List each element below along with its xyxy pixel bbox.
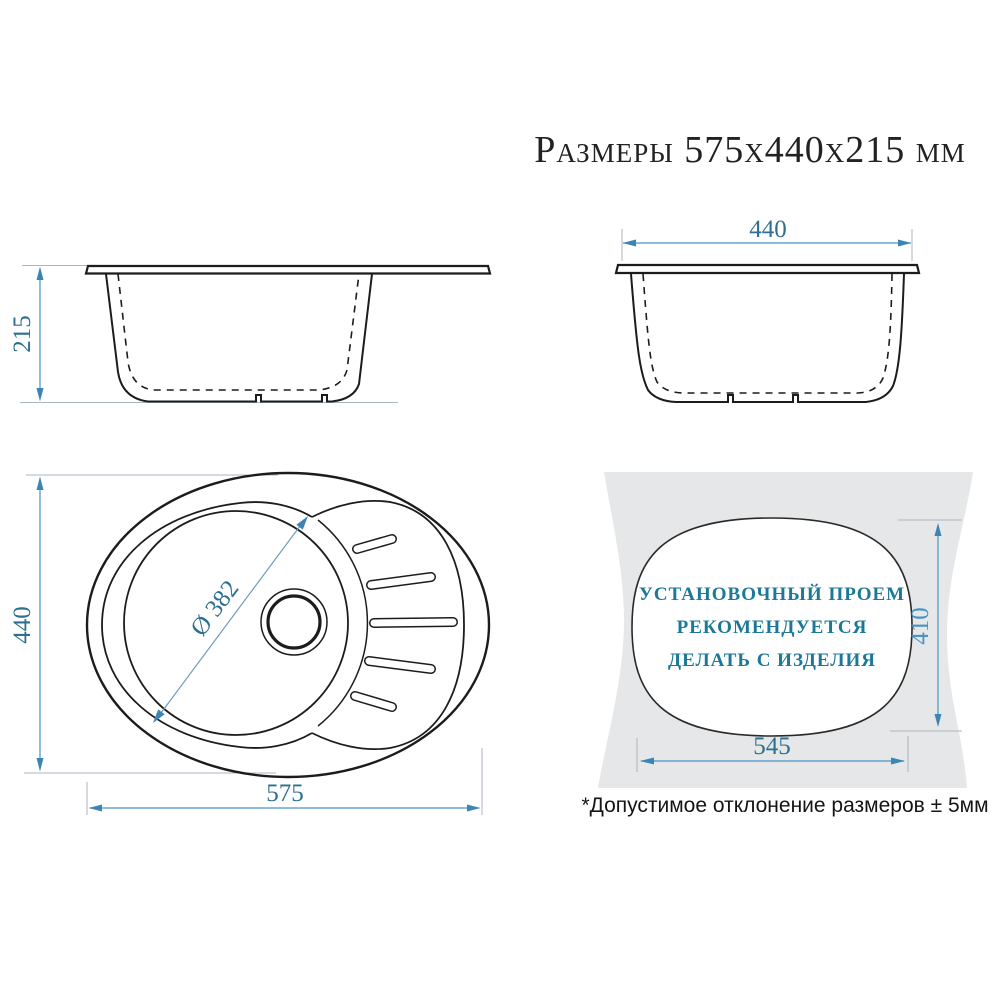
cutout-opening (631, 517, 913, 737)
dim-382: Ø 382 (153, 516, 308, 723)
dim-575: 575 (88, 780, 481, 812)
front-view: 440 (614, 216, 921, 403)
dim-575-label: 575 (266, 780, 304, 807)
dim-440-front-label: 440 (749, 216, 787, 243)
dim-545-label: 545 (753, 733, 791, 760)
page-title: Размеры 575х440х215 мм (534, 129, 966, 171)
drainer-ribs (350, 534, 458, 712)
install-cutout-view: УСТАНОВОЧНЫЙ ПРОЕМ РЕКОМЕНДУЕТСЯ ДЕЛАТЬ … (598, 472, 973, 788)
dim-382-label: Ø 382 (186, 576, 245, 642)
dim-215-label: 215 (9, 315, 36, 353)
dim-410: 410 (907, 523, 942, 727)
side-view: 215 (9, 264, 492, 403)
top-view: 440 575 (9, 471, 491, 815)
dim-440-front: 440 (622, 216, 912, 247)
dim-545: 545 (640, 733, 905, 765)
cutout-text-line-3: ДЕЛАТЬ С ИЗДЕЛИЯ (668, 650, 876, 671)
cutout-text-line-1: УСТАНОВОЧНЫЙ ПРОЕМ (639, 583, 905, 605)
dim-410-label: 410 (907, 607, 934, 645)
tolerance-note: *Допустимое отклонение размеров ± 5мм (581, 794, 989, 817)
dim-215: 215 (9, 266, 44, 402)
cutout-text-line-2: РЕКОМЕНДУЕТСЯ (677, 617, 868, 638)
dim-440-top-label: 440 (9, 606, 36, 644)
dim-440-top: 440 (9, 476, 44, 772)
